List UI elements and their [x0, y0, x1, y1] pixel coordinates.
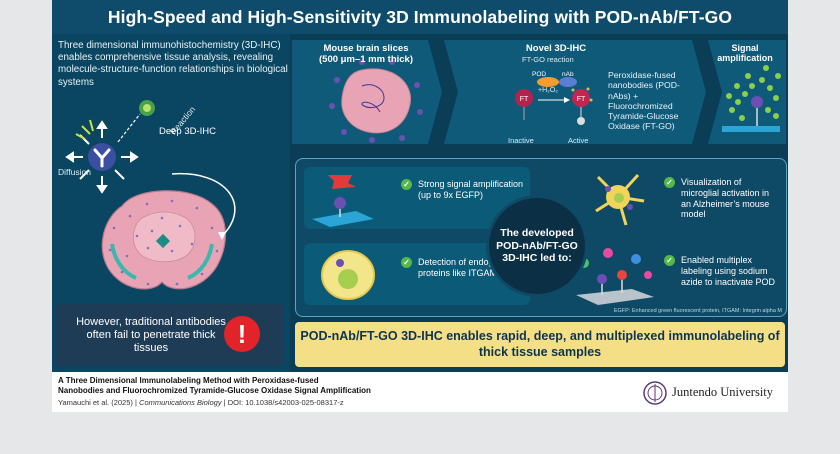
result-text-3: Visualization of microglial activation i… — [681, 177, 770, 220]
doi: DOI: 10.1038/s42003-025-08317-z — [227, 398, 344, 407]
step-title-signal-amplification: Signal amplification — [717, 43, 773, 63]
exclamation-icon: ! — [224, 316, 260, 352]
ft-go-reaction-label: FT-GO reaction — [522, 55, 574, 64]
university-name: Juntendo University — [672, 385, 774, 399]
paper-title: A Three Dimensional Immunolabeling Metho… — [58, 376, 371, 396]
abbreviation-footnote: EGFP: Enhanced green fluorescent protein… — [613, 308, 782, 314]
amplification-icon — [312, 175, 374, 227]
step-subtitle-thickness: (500 μm–1 mm thick) — [319, 54, 413, 65]
journal: Communications Biology — [139, 398, 222, 407]
center-summary: The developed POD-nAb/FT-GO 3D-IHC led t… — [486, 195, 588, 297]
result-text-1: Strong signal amplification (up to 9x EG… — [418, 179, 524, 200]
result-text-4: Enabled multiplex labeling using sodium … — [681, 255, 776, 287]
check-icon: ✓ — [401, 179, 412, 190]
check-icon: ✓ — [664, 177, 675, 188]
reference-footer: A Three Dimensional Immunolabeling Metho… — [52, 372, 788, 412]
result-card-amplification: ✓ Strong signal amplification (up to 9x … — [304, 167, 530, 229]
tissue-dots — [108, 199, 219, 286]
warning-box: However, traditional antibodies often fa… — [56, 304, 283, 366]
process-chevrons: FT FT — [292, 40, 786, 144]
authors: Yamauchi et al. (2025) — [58, 398, 133, 407]
diffusion-label: Diffusion — [58, 167, 91, 177]
check-icon: ✓ — [664, 255, 675, 266]
result-text-2: Detection of endogenous proteins like IT… — [418, 257, 519, 278]
signal-dots — [726, 65, 781, 121]
citation: Yamauchi et al. (2025) | Communications … — [58, 398, 344, 407]
infographic: High-Speed and High-Sensitivity 3D Immun… — [52, 0, 788, 372]
step-title-brain-slices: Mouse brain slices — [323, 43, 409, 54]
svg-text:FT: FT — [520, 96, 529, 103]
h2o2-label: +H₂O₂ — [538, 87, 559, 94]
inactive-label: Inactive — [508, 136, 534, 145]
step-title-novel-3d-ihc: Novel 3D-IHC — [525, 43, 587, 54]
svg-text:FT: FT — [577, 96, 586, 103]
reagent-description: Peroxidase-fused nanobodies (POD-nAbs) +… — [608, 70, 680, 132]
pod-label: POD — [532, 71, 547, 78]
paper-title-line-1: A Three Dimensional Immunolabeling Metho… — [58, 376, 319, 385]
conclusion-banner: POD-nAb/FT-GO 3D-IHC enables rapid, deep… — [295, 322, 785, 367]
result-card-multiplex: ✓ Enabled multiplex labeling using sodiu… — [540, 243, 778, 305]
check-icon: ✓ — [401, 257, 412, 268]
result-card-detection: ✓ Detection of endogenous proteins like … — [304, 243, 530, 305]
university-logo: Juntendo University — [642, 380, 784, 405]
process-strip: FT FT Mouse brain slices (500 μm–1 mm th… — [290, 34, 788, 150]
left-panel: Three dimensional immunohistochemistry (… — [52, 34, 290, 372]
poster-title: High-Speed and High-Sensitivity 3D Immun… — [52, 0, 788, 34]
deep-3d-ihc-label: Deep 3D-IHC — [159, 126, 217, 137]
intro-text: Three dimensional immunohistochemistry (… — [58, 40, 288, 88]
paper-title-line-2: Nanobodies and Fluorochromized Tyramide-… — [58, 386, 371, 395]
active-label: Active — [568, 136, 589, 145]
cell-icon — [321, 250, 375, 300]
diffusion-illustration — [65, 100, 236, 290]
university-crest-icon — [643, 381, 667, 405]
result-card-microglia: ✓ Visualization of microglial activation… — [540, 167, 778, 229]
nab-label: nAb — [562, 71, 574, 78]
microglia-icon — [595, 173, 645, 226]
results-panel: ✓ Strong signal amplification (up to 9x … — [295, 158, 787, 317]
warning-text: However, traditional antibodies often fa… — [76, 316, 226, 354]
